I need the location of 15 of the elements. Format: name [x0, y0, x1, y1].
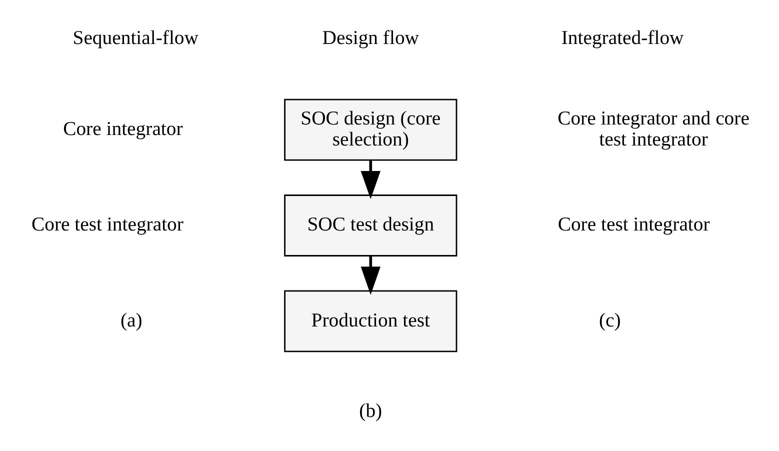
- node-box: Production test: [284, 290, 457, 352]
- node-box: SOC design (core selection): [284, 98, 457, 161]
- label: (b): [358, 400, 382, 422]
- label: Sequential-flow: [72, 27, 198, 50]
- node-box: SOC test design: [284, 194, 457, 256]
- label: Core integrator and core test integrator: [557, 107, 749, 151]
- arrow: [360, 256, 380, 295]
- label: Core test integrator: [30, 214, 183, 236]
- label: Core integrator: [62, 118, 182, 140]
- label: (a): [120, 309, 142, 332]
- arrow: [360, 160, 380, 200]
- label: (c): [598, 309, 620, 332]
- label: Core test integrator: [557, 214, 710, 236]
- label: Design flow: [322, 27, 419, 50]
- label: Integrated-flow: [560, 27, 684, 50]
